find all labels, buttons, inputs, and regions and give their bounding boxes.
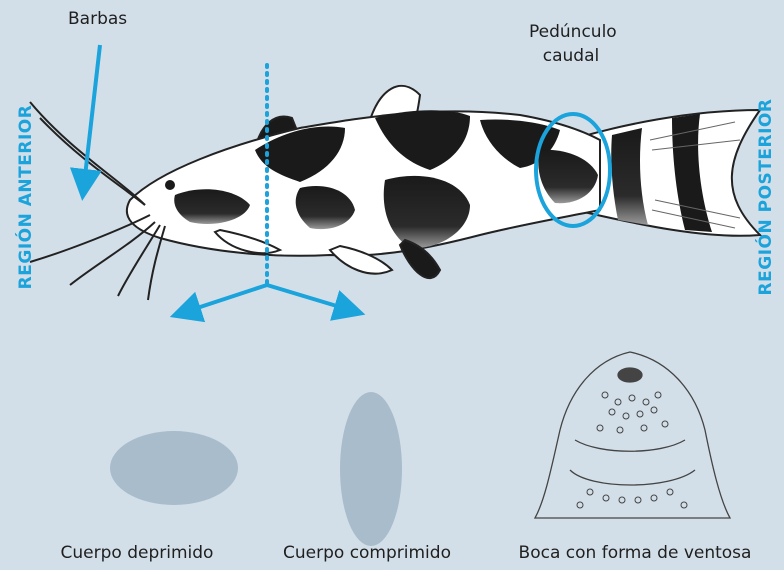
sucker-mouth-icon <box>533 351 732 519</box>
catfish-icon <box>29 84 763 301</box>
anterior-region-label: REGIÓN ANTERIOR <box>16 104 36 290</box>
barbels-label: Barbas <box>68 9 128 29</box>
depressed-body-label: Cuerpo deprimido <box>60 543 214 563</box>
barbels-pointer-arrow <box>69 44 102 201</box>
caudal-peduncle-highlight <box>534 112 612 228</box>
branch-arrow-right <box>266 283 366 321</box>
depressed-body-shape <box>110 431 238 505</box>
caudal-peduncle-label-line1: Pedúnculo <box>529 22 617 42</box>
compressed-body-shape <box>340 392 402 546</box>
sucker-mouth-label: Boca con forma de ventosa <box>518 543 752 563</box>
branch-arrow-left <box>169 283 268 323</box>
compressed-body-label: Cuerpo comprimido <box>283 543 451 563</box>
posterior-region-label: REGIÓN POSTERIOR <box>756 98 776 296</box>
caudal-peduncle-label-line2: caudal <box>542 46 600 66</box>
